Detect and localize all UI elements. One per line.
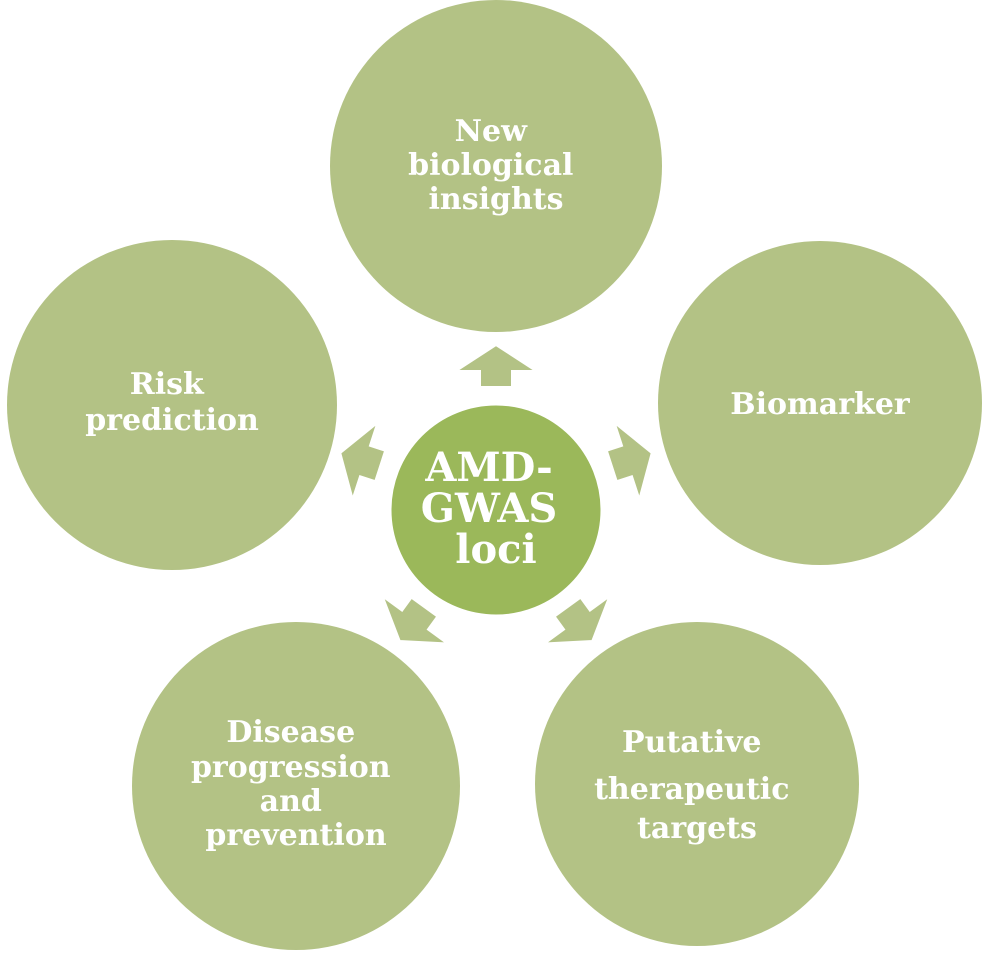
node-label: Risk prediction <box>85 367 259 438</box>
arrow-to-disease-progression-and-prevention <box>380 593 451 645</box>
center-node: AMD- GWAS loci <box>386 400 606 620</box>
arrow-to-putative-therapeutic-targets <box>541 593 612 645</box>
node-label-line: prediction <box>85 403 259 438</box>
node-circle <box>132 622 460 950</box>
center-label-line: loci <box>455 526 536 573</box>
center-label-line: AMD- <box>424 444 552 491</box>
arrow-shape <box>339 420 387 503</box>
node-circle <box>7 240 337 570</box>
center-label-line: GWAS <box>421 485 557 532</box>
arrow-shape <box>452 343 540 388</box>
node-label: Putative therapeutic targets <box>594 725 800 846</box>
node-label-line: Biomarker <box>730 387 911 422</box>
arrow-to-biomarker <box>605 420 653 503</box>
node-label-line: insights <box>428 182 563 217</box>
node-risk-prediction: Risk prediction <box>7 240 337 570</box>
node-label-line: biological <box>408 148 573 183</box>
node-label-line: New <box>455 114 529 149</box>
arrow-to-risk-prediction <box>339 420 387 503</box>
arrow-shape <box>605 420 653 503</box>
arrow-to-new-biological-insights <box>452 343 540 388</box>
node-circle <box>535 622 859 946</box>
center-label: AMD- GWAS loci <box>421 444 571 573</box>
node-label-line: and <box>260 784 322 819</box>
node-label-line: Disease <box>226 715 355 750</box>
node-circle <box>658 241 982 565</box>
center-circle <box>386 400 606 620</box>
node-biomarker: Biomarker <box>658 241 982 565</box>
node-disease-progression-and-prevention: Disease progression and prevention <box>132 622 460 950</box>
node-label-line: Putative <box>622 725 761 760</box>
node-circle <box>330 0 662 332</box>
node-label-line: therapeutic <box>594 772 789 807</box>
node-label: Biomarker <box>730 387 911 422</box>
arrow-shape <box>541 593 612 645</box>
node-label-line: targets <box>637 811 757 846</box>
node-label-line: Risk <box>130 367 205 402</box>
node-label: New biological insights <box>408 114 584 217</box>
node-new-biological-insights: New biological insights <box>330 0 662 332</box>
node-label: Disease progression and prevention <box>191 715 401 853</box>
node-label-line: progression <box>191 750 391 785</box>
node-putative-therapeutic-targets: Putative therapeutic targets <box>535 622 859 946</box>
node-label-line: prevention <box>205 818 386 853</box>
arrow-shape <box>380 593 451 645</box>
